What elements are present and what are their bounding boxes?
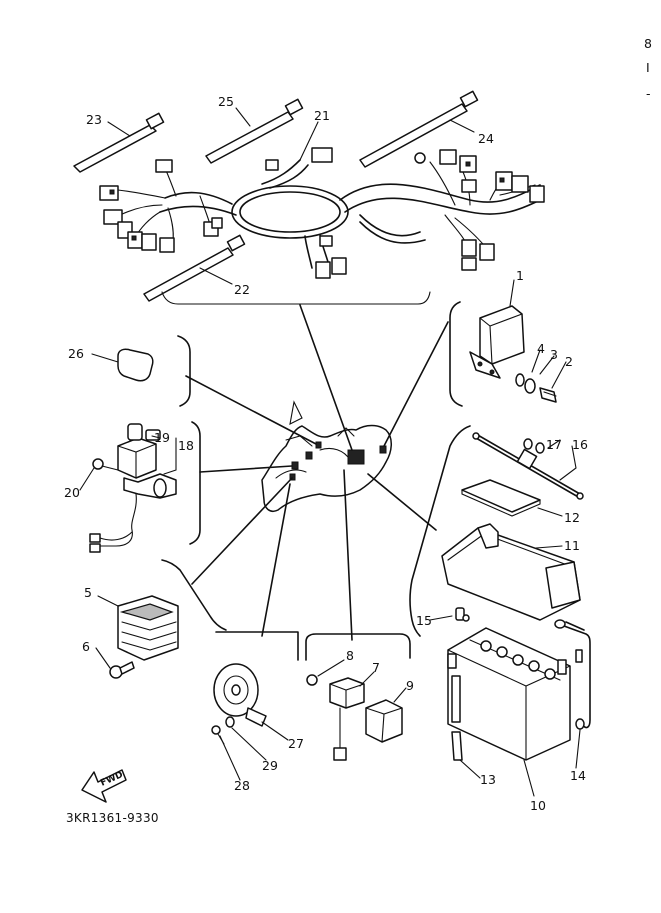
battery <box>447 627 571 761</box>
part-number-25: 25 <box>218 94 234 109</box>
bolt-2-washers-3-4 <box>515 373 557 403</box>
frame-silhouette <box>261 400 392 512</box>
part-number-4: 4 <box>537 341 545 356</box>
diagram-code: 3KR1361-9330 <box>66 811 159 825</box>
part-number-20: 20 <box>64 485 80 500</box>
screw-20 <box>92 458 119 471</box>
breather-hose <box>451 675 463 761</box>
part-number-18: 18 <box>178 438 194 453</box>
part-number-26: 26 <box>68 346 84 361</box>
battery-lead <box>554 619 591 730</box>
part-number-11: 11 <box>564 538 580 553</box>
callout-leaders <box>79 107 581 797</box>
battery-pad <box>461 479 541 517</box>
fwd-arrow: FWD <box>81 769 127 803</box>
terminal-15 <box>455 607 470 622</box>
edge-mark-1: 8 <box>644 36 652 51</box>
part-number-14: 14 <box>570 768 586 783</box>
part-number-29: 29 <box>262 758 278 773</box>
part-number-16: 16 <box>572 437 588 452</box>
relay-9 <box>365 699 403 743</box>
part-number-6: 6 <box>82 639 90 654</box>
screw-6 <box>109 661 135 679</box>
part-number-labels: 1 2 3 4 5 6 7 8 9 10 11 12 13 14 15 16 1… <box>64 94 588 813</box>
part-number-7: 7 <box>372 660 380 675</box>
part-number-24: 24 <box>478 131 494 146</box>
part-number-15: 15 <box>416 613 432 628</box>
rectifier-regulator <box>117 595 179 661</box>
battery-cover <box>441 523 581 621</box>
group-brackets <box>161 301 471 661</box>
edge-marks: 8 I - <box>644 36 652 101</box>
part-number-12: 12 <box>564 510 580 525</box>
edge-mark-2: I <box>646 60 650 75</box>
main-switch <box>89 423 177 553</box>
part-number-17: 17 <box>546 437 562 452</box>
part-number-19: 19 <box>154 430 170 445</box>
leader-lines <box>185 304 449 641</box>
fuse-cap <box>117 348 154 382</box>
part-number-1: 1 <box>516 268 524 283</box>
part-number-28: 28 <box>234 778 250 793</box>
part-number-22: 22 <box>234 282 250 297</box>
horn <box>213 663 267 727</box>
part-number-21: 21 <box>314 108 330 123</box>
battery-band <box>472 432 584 500</box>
wire-harness <box>99 147 545 279</box>
starter-relay <box>306 674 365 761</box>
edge-mark-3: - <box>646 86 651 101</box>
part-number-5: 5 <box>84 585 92 600</box>
part-number-13: 13 <box>480 772 496 787</box>
bolt-28-washer-29 <box>211 716 235 745</box>
part-number-23: 23 <box>86 112 102 127</box>
part-number-3: 3 <box>550 347 558 362</box>
cable-ties <box>73 90 479 302</box>
harness-bracket <box>161 291 431 305</box>
part-number-9: 9 <box>406 678 414 693</box>
control-unit <box>469 305 525 379</box>
part-number-2: 2 <box>565 354 573 369</box>
part-number-27: 27 <box>288 736 304 751</box>
part-number-8: 8 <box>346 648 354 663</box>
part-number-10: 10 <box>530 798 546 813</box>
